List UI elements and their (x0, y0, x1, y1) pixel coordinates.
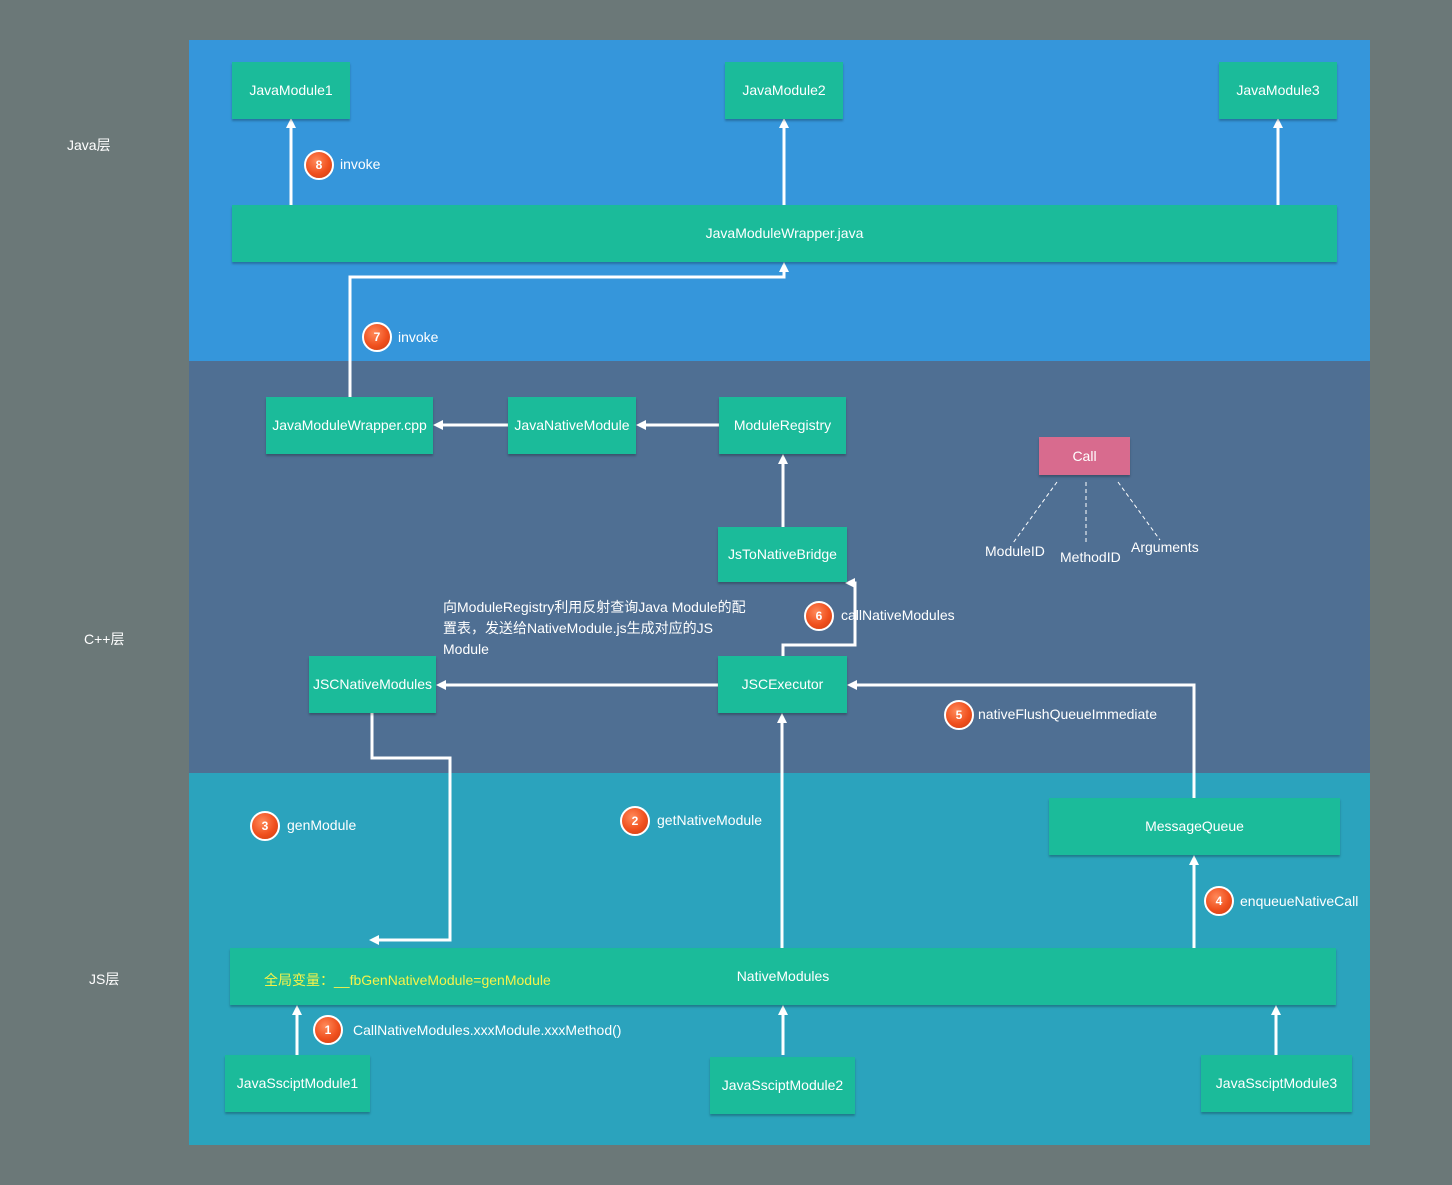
step-label-8: invoke (340, 156, 381, 172)
step-label-1: CallNativeModules.xxxModule.xxxMethod() (353, 1022, 622, 1038)
js-module1-box: JavaSsciptModule1 (225, 1055, 370, 1112)
step-badge-4: 4 (1204, 886, 1234, 916)
call-field-moduleid: ModuleID (985, 543, 1045, 559)
java-module3-box: JavaModule3 (1219, 62, 1337, 119)
step-badge-1: 1 (313, 1015, 343, 1045)
java-module1-box: JavaModule1 (232, 62, 350, 119)
jsc-native-modules-box: JSCNativeModules (309, 656, 436, 713)
module-registry-box: ModuleRegistry (719, 397, 846, 454)
step-badge-6: 6 (804, 601, 834, 631)
js-module3-box: JavaSsciptModule3 (1201, 1055, 1352, 1112)
java-layer-label: Java层 (67, 137, 111, 153)
java-module2-box: JavaModule2 (725, 62, 843, 119)
step-label-7: invoke (398, 329, 439, 345)
call-to-arguments-line (1117, 481, 1161, 541)
step-badge-7: 7 (362, 322, 392, 352)
java-module-wrapper-cpp-box: JavaModuleWrapper.cpp (266, 397, 433, 454)
js-to-native-bridge-box: JsToNativeBridge (718, 527, 847, 582)
step-badge-8: 8 (304, 150, 334, 180)
arrow-jscnm-to-nativemodules (369, 713, 452, 945)
step-label-3: genModule (287, 817, 357, 833)
arrow-mq-to-executor (847, 680, 1196, 798)
arrow-wrappercpp-to-wrapperjava (348, 262, 789, 397)
step-label-5: nativeFlushQueueImmediate (978, 706, 1157, 722)
step-badge-2: 2 (620, 806, 650, 836)
js-layer-label: JS层 (89, 971, 120, 987)
java-module-wrapper-java-box: JavaModuleWrapper.java (232, 205, 1337, 262)
step-badge-5: 5 (944, 700, 974, 730)
call-box: Call (1039, 437, 1130, 475)
step-label-2: getNativeModule (657, 812, 763, 828)
step-label-4: enqueueNativeCall (1240, 893, 1359, 909)
call-to-moduleid-line (1012, 481, 1058, 544)
step-badge-3: 3 (250, 811, 280, 841)
global-var-label: 全局变量：__fbGenNativeModule=genModule (264, 972, 551, 988)
cpp-layer-label: C++层 (84, 631, 125, 647)
jsc-executor-box: JSCExecutor (718, 656, 847, 713)
native-modules-box: NativeModules (230, 948, 1336, 1005)
registry-reflection-note: 向ModuleRegistry利用反射查询Java Module的配置表，发送给… (443, 599, 746, 657)
js-module2-box: JavaSsciptModule2 (710, 1057, 855, 1114)
arrow-executor-to-bridge (781, 578, 857, 656)
message-queue-box: MessageQueue (1049, 798, 1340, 855)
call-field-methodid: MethodID (1060, 549, 1121, 565)
java-native-module-box: JavaNativeModule (508, 397, 636, 454)
call-field-arguments: Arguments (1131, 539, 1199, 555)
step-label-6: callNativeModules (841, 607, 955, 623)
